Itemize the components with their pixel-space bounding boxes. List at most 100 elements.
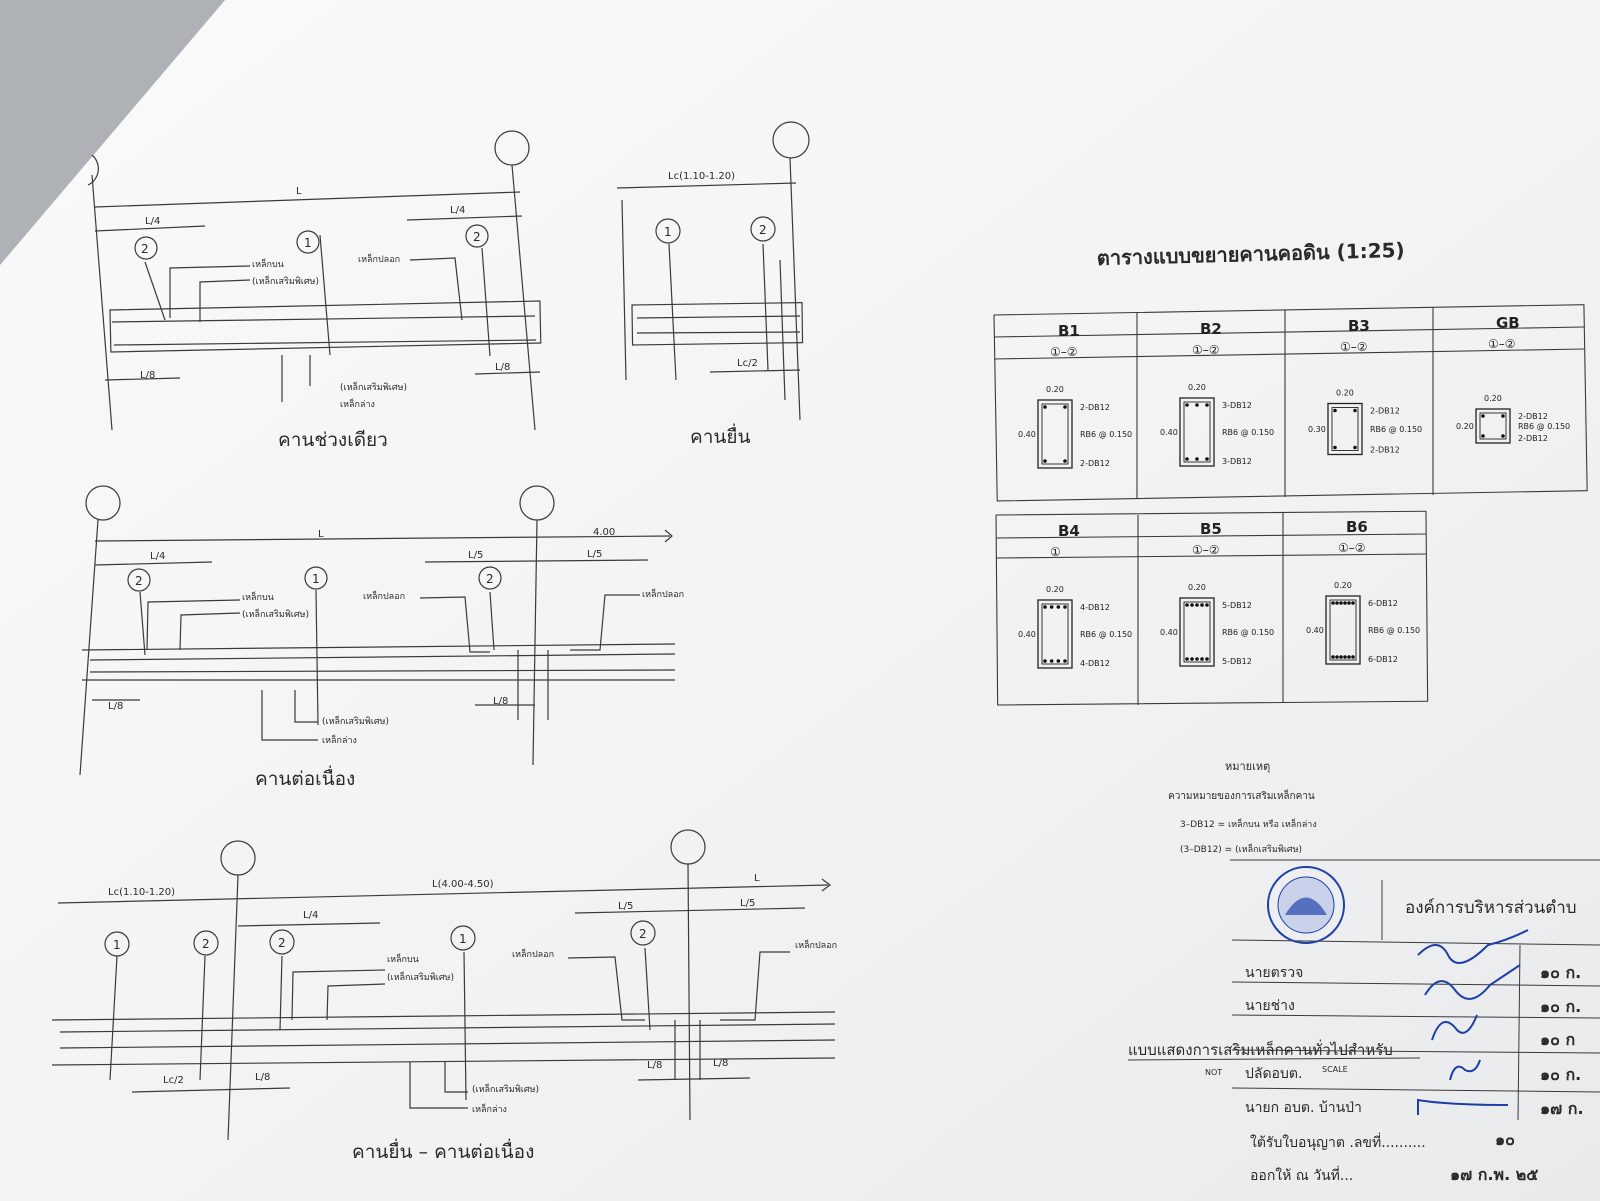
rebar-dot-bottom [1481, 434, 1485, 438]
rebar-dot-bottom [1063, 459, 1067, 463]
date-4: ๑๐ ก. [1540, 1065, 1581, 1084]
column-circle-left [85, 485, 121, 521]
dim-quarter: L/4 [303, 910, 318, 921]
signer-deputy: ปลัดอบต. [1245, 1066, 1302, 1082]
label-top-bar: เหล็กบน [252, 257, 284, 270]
drawing-title-continuous-beam: คานต่อเนื่อง [255, 765, 355, 790]
dim-eighth-right: L/8 [493, 696, 508, 707]
drawing-title-cantilever: คานยื่น [690, 423, 751, 448]
dim-span-mid: L(4.00-4.50) [432, 879, 494, 890]
rebar-dot-top [1351, 601, 1355, 605]
dim-half: Lc/2 [737, 358, 758, 369]
beam-grid: ①–② [1340, 340, 1368, 354]
section-stirrup [1479, 412, 1507, 440]
dim-span: L [318, 529, 324, 540]
rebar-dot-top [1043, 605, 1047, 609]
notes-line-1: 3–DB12 = เหล็กบน หรือ เหล็กล่าง [1180, 817, 1317, 830]
rebar-dot-bottom [1190, 657, 1194, 661]
section-stirrup-spec: RB6 @ 0.150 [1222, 428, 1274, 437]
section-top-bars: 5-DB12 [1222, 601, 1252, 610]
section-width: 0.20 [1484, 394, 1502, 403]
label-hook-bar-left: เหล็กปลอก [363, 589, 405, 602]
beam-name: B5 [1200, 520, 1222, 538]
dim-eighth-left: L/8 [140, 370, 155, 381]
org-name: องค์การบริหารส่วนตำบ [1405, 898, 1577, 918]
dim-fifth-left: L/5 [618, 901, 633, 912]
dim-fifth-right: L/5 [740, 898, 755, 909]
label-hook-bar: เหล็กปลอก [358, 252, 400, 265]
rebar-dot-bottom [1333, 445, 1337, 450]
section-bottom-bars: 2-DB12 [1518, 434, 1548, 443]
section-width: 0.20 [1188, 383, 1206, 392]
dim-eighth-c: L/8 [713, 1058, 728, 1069]
section-bottom-bars: 2-DB12 [1370, 446, 1400, 455]
section-depth: 0.30 [1308, 425, 1326, 434]
marker-2: 2 [278, 936, 286, 950]
section-outline [1037, 399, 1073, 469]
label-top-bar: เหล็กบน [242, 590, 274, 603]
beam-name: GB [1496, 314, 1520, 332]
label-extra-bottom: (เหล็กเสริมพิเศษ) [322, 714, 389, 727]
section-bottom-bars: 2-DB12 [1080, 459, 1110, 468]
dim-half: Lc/2 [163, 1075, 184, 1086]
notes: หมายเหตุ ความหมายของการเสริมเหล็กคาน 3–D… [1168, 760, 1317, 855]
beam-name: B3 [1348, 317, 1370, 335]
section-bottom-bars: 5-DB12 [1222, 657, 1252, 666]
section-stirrup-spec: RB6 @ 0.150 [1080, 430, 1132, 439]
cantilever-drawing [616, 121, 810, 421]
beam-grid: ① [1050, 545, 1061, 559]
marker-2: 2 [135, 574, 143, 588]
label-bottom-bar: เหล็กล่าง [340, 397, 375, 410]
section-depth: 0.20 [1456, 422, 1474, 431]
beam-grid: ①–② [1338, 541, 1366, 555]
signer-inspector: นายตรวจ [1245, 965, 1303, 981]
label-extra-top: (เหล็กเสริมพิเศษ) [387, 970, 454, 983]
rebar-dot-bottom [1339, 655, 1343, 659]
seal [1267, 866, 1345, 944]
beam-grid: ①–② [1192, 343, 1220, 357]
rebar-dot-top [1063, 605, 1067, 609]
rebar-dot-top [1205, 403, 1209, 407]
marker-1: 1 [459, 932, 467, 946]
beam-grid: ①–② [1488, 337, 1516, 351]
simple-beam-labels: L L/4 L/4 2 1 2 เหล็กบน (เหล็กเสริมพิเศษ… [140, 186, 510, 451]
section-width: 0.20 [1046, 585, 1064, 594]
beam-grid: ①–② [1050, 345, 1078, 359]
dim-span: Lc(1.10-1.20) [668, 171, 735, 182]
dim-span: L [296, 186, 302, 197]
rebar-dot-top [1501, 414, 1505, 418]
date-3: ๑๐ ก [1540, 1030, 1575, 1049]
section-bottom-bars: 3-DB12 [1222, 457, 1252, 466]
section-stirrup [1183, 401, 1211, 463]
cantilever-continuous-drawing [51, 829, 836, 1141]
marker-1: 1 [664, 225, 672, 239]
dim-eighth-right: L/8 [495, 362, 510, 373]
rebar-dot-top [1049, 605, 1054, 609]
section-stirrup [1041, 403, 1069, 465]
rebar-dot-top [1185, 403, 1189, 407]
issue-line: ออกให้ ณ วันที่... [1250, 1166, 1353, 1184]
signatures [1417, 929, 1529, 1115]
title-block-lines [1127, 859, 1600, 1121]
marker-2: 2 [486, 572, 494, 586]
section-top-bars: 2-DB12 [1518, 412, 1548, 421]
permit-number: ๑๐ [1495, 1130, 1515, 1149]
dim-eighth-b: L/8 [647, 1060, 662, 1071]
section-stirrup [1183, 601, 1211, 663]
section-top-bars: 3-DB12 [1222, 401, 1252, 410]
section-stirrup-spec: RB6 @ 0.150 [1518, 422, 1570, 431]
column-circle-left [87, 154, 99, 186]
label-extra-top: (เหล็กเสริมพิเศษ) [252, 274, 319, 287]
drawing-title-simple-beam: คานช่วงเดียว [278, 429, 388, 451]
section-outline [1325, 595, 1361, 665]
dim-quarter-left: L/4 [145, 216, 160, 227]
beam-name: B1 [1058, 322, 1080, 340]
label-hook-bar-right: เหล็กปลอก [642, 587, 684, 600]
rebar-dot-top [1195, 603, 1199, 607]
label-hook-bar-left: เหล็กปลอก [512, 947, 554, 960]
desk-background [0, 0, 225, 265]
rebar-dot-top [1205, 603, 1209, 607]
dim-quarter: L/4 [150, 551, 165, 562]
drawing-title-cantilever-continuous: คานยื่น – คานต่อเนื่อง [352, 1138, 534, 1163]
